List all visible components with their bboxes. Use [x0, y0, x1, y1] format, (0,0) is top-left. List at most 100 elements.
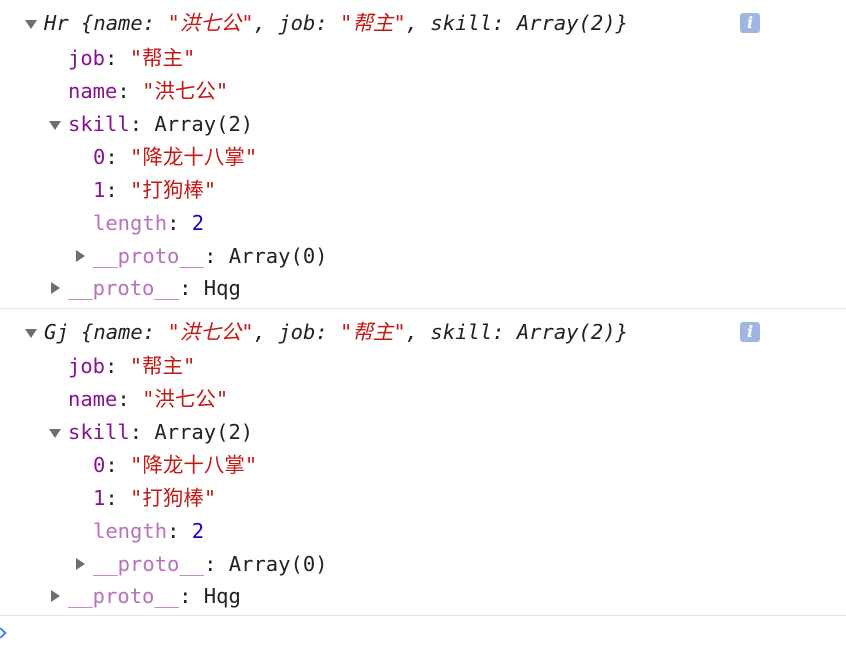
- length-value: 2: [191, 519, 205, 543]
- array-item-row[interactable]: 0: "降龙十八掌": [93, 449, 257, 481]
- expand-triangle-right-icon[interactable]: [71, 240, 89, 272]
- preview-colon: :: [492, 320, 517, 344]
- log-separator: [0, 615, 846, 616]
- property-colon: :: [117, 79, 143, 103]
- preview-colon: :: [315, 320, 341, 344]
- property-colon: :: [204, 552, 229, 576]
- preview-open-brace: {: [68, 11, 94, 35]
- array-length-row[interactable]: length: 2: [93, 207, 204, 239]
- property-colon: :: [204, 244, 229, 268]
- preview-value-skill: Array(2): [516, 11, 616, 35]
- property-row-job[interactable]: job: "帮主": [68, 350, 195, 382]
- property-key: name: [68, 387, 118, 411]
- preview-comma: ,: [253, 11, 279, 35]
- expand-triangle-down-icon[interactable]: [46, 108, 64, 140]
- expand-triangle-right-icon[interactable]: [46, 580, 64, 612]
- proto-key: __proto__: [93, 244, 205, 268]
- expand-triangle-down-icon[interactable]: [46, 416, 64, 448]
- preview-colon: :: [142, 11, 168, 35]
- expand-triangle-right-icon[interactable]: [46, 272, 64, 304]
- preview-open-brace: {: [68, 320, 94, 344]
- property-row-name[interactable]: name: "洪七公": [68, 75, 228, 107]
- array-index: 0: [93, 145, 106, 169]
- property-colon: :: [117, 387, 143, 411]
- preview-key-name: name: [93, 320, 143, 344]
- array-value-string: "打狗棒": [130, 178, 217, 202]
- preview-comma: ,: [253, 320, 279, 344]
- preview-key-job: job: [278, 11, 316, 35]
- property-key: skill: [68, 420, 130, 444]
- property-colon: :: [179, 584, 204, 608]
- property-key: job: [68, 46, 106, 70]
- array-length-row[interactable]: length: 2: [93, 515, 204, 547]
- info-icon[interactable]: i: [740, 322, 760, 342]
- preview-key-skill: skill: [430, 320, 493, 344]
- property-colon: :: [129, 112, 155, 136]
- console-prompt-chevron-icon[interactable]: [0, 629, 6, 639]
- preview-close-brace: }: [615, 320, 628, 344]
- object-class-name: Hr: [44, 11, 69, 35]
- preview-key-skill: skill: [430, 11, 493, 35]
- preview-close-brace: }: [615, 11, 628, 35]
- property-colon: :: [179, 276, 204, 300]
- log-separator: [0, 308, 846, 309]
- preview-value-name: "洪七公": [167, 11, 254, 35]
- proto-value: Hqg: [203, 276, 241, 300]
- proto-key: __proto__: [68, 276, 180, 300]
- array-value-string: "降龙十八掌": [130, 145, 258, 169]
- property-value-string: "洪七公": [142, 387, 229, 411]
- preview-value-job: "帮主": [340, 320, 406, 344]
- property-key: name: [68, 79, 118, 103]
- preview-colon: :: [315, 11, 341, 35]
- property-colon: :: [105, 354, 130, 378]
- proto-value: Array(0): [228, 244, 328, 268]
- preview-value-job: "帮主": [340, 11, 406, 35]
- preview-key-name: name: [93, 11, 143, 35]
- console-log-entry: Gj {name: "洪七公", job: "帮主", skill: Array…: [0, 308, 846, 616]
- property-key: skill: [68, 112, 130, 136]
- property-colon: :: [167, 519, 192, 543]
- property-value-string: "帮主": [129, 354, 196, 378]
- array-value-string: "降龙十八掌": [130, 453, 258, 477]
- array-index: 1: [93, 178, 106, 202]
- array-index: 0: [93, 453, 106, 477]
- array-index: 1: [93, 486, 106, 510]
- array-item-row[interactable]: 0: "降龙十八掌": [93, 141, 257, 173]
- preview-value-name: "洪七公": [167, 320, 254, 344]
- proto-key: __proto__: [68, 584, 180, 608]
- property-key: job: [68, 354, 106, 378]
- length-value: 2: [191, 211, 205, 235]
- array-item-row[interactable]: 1: "打狗棒": [93, 482, 216, 514]
- property-value-string: "洪七公": [142, 79, 229, 103]
- proto-value: Array(0): [228, 552, 328, 576]
- preview-value-skill: Array(2): [516, 320, 616, 344]
- expand-triangle-down-icon[interactable]: [22, 7, 40, 39]
- info-icon[interactable]: i: [740, 13, 760, 33]
- property-value-array: Array(2): [154, 112, 254, 136]
- property-colon: :: [105, 453, 131, 477]
- property-colon: :: [129, 420, 155, 444]
- expand-triangle-down-icon[interactable]: [22, 316, 40, 348]
- preview-comma: ,: [405, 11, 431, 35]
- property-colon: :: [105, 145, 131, 169]
- preview-key-job: job: [278, 320, 316, 344]
- preview-colon: :: [492, 11, 517, 35]
- console-log-entry: Hr {name: "洪七公", job: "帮主", skill: Array…: [0, 0, 846, 308]
- preview-comma: ,: [405, 320, 431, 344]
- length-key: length: [93, 211, 168, 235]
- property-colon: :: [105, 46, 130, 70]
- property-row-name[interactable]: name: "洪七公": [68, 383, 228, 415]
- proto-key: __proto__: [93, 552, 205, 576]
- preview-colon: :: [142, 320, 168, 344]
- proto-value: Hqg: [203, 584, 241, 608]
- property-colon: :: [105, 486, 131, 510]
- array-item-row[interactable]: 1: "打狗棒": [93, 174, 216, 206]
- property-row-job[interactable]: job: "帮主": [68, 42, 195, 74]
- property-value-string: "帮主": [129, 46, 196, 70]
- property-value-array: Array(2): [154, 420, 254, 444]
- property-colon: :: [167, 211, 192, 235]
- object-class-name: Gj: [44, 320, 69, 344]
- length-key: length: [93, 519, 168, 543]
- expand-triangle-right-icon[interactable]: [71, 548, 89, 580]
